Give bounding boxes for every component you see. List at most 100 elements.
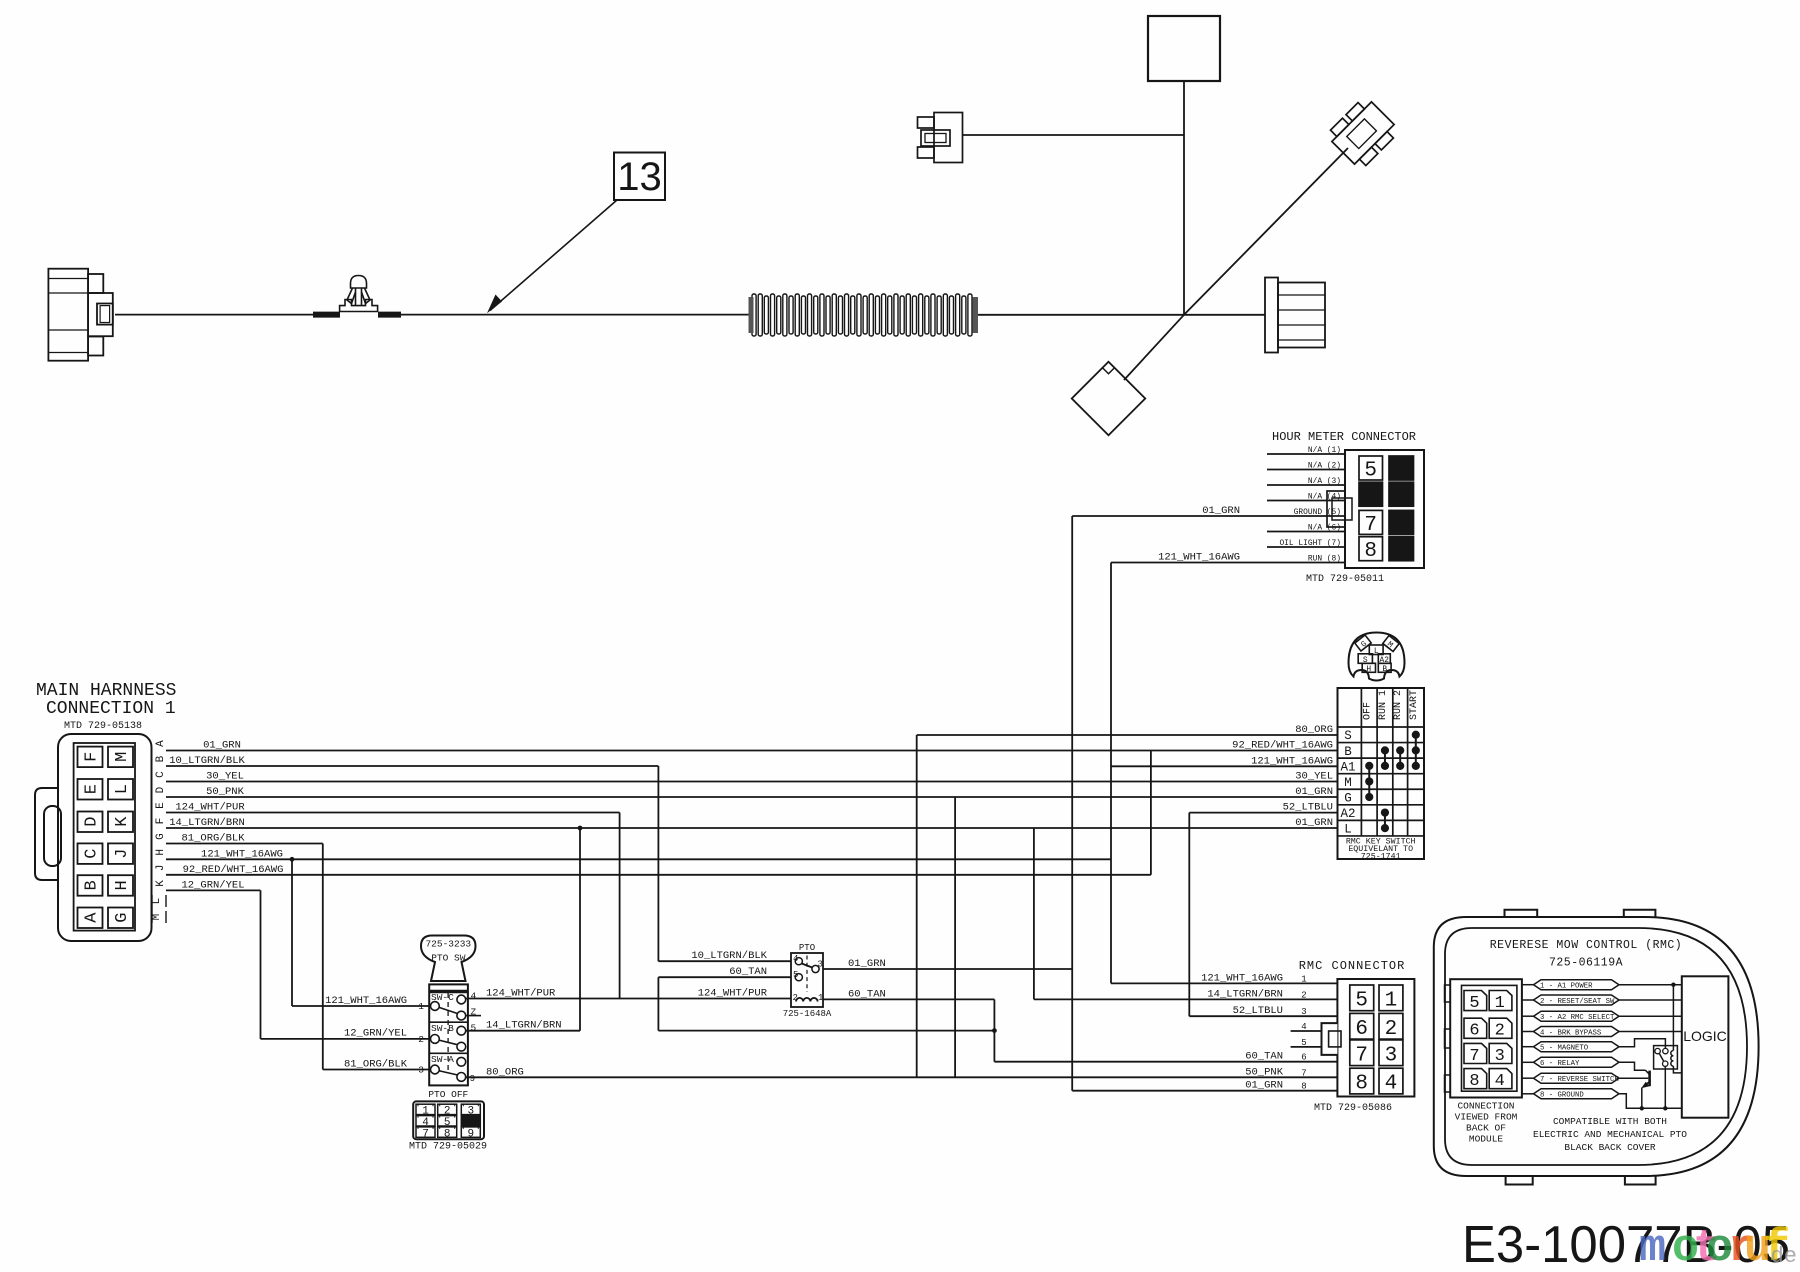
svg-text:J: J — [113, 848, 132, 858]
svg-text:6: 6 — [1301, 1053, 1306, 1063]
svg-text:RMC CONNECTOR: RMC CONNECTOR — [1299, 959, 1406, 973]
svg-text:N/A (6): N/A (6) — [1308, 524, 1341, 533]
svg-text:3 - A2 RMC SELECT: 3 - A2 RMC SELECT — [1540, 1014, 1615, 1022]
svg-text:2: 2 — [1495, 1022, 1505, 1041]
svg-text:D: D — [83, 817, 102, 827]
svg-text:r: r — [1728, 1223, 1755, 1272]
svg-text:B: B — [1382, 665, 1387, 674]
svg-text:A2: A2 — [1380, 656, 1390, 665]
svg-text:H: H — [113, 880, 132, 890]
svg-text:81_ORG/BLK: 81_ORG/BLK — [181, 833, 245, 845]
svg-text:60_TAN: 60_TAN — [1245, 1051, 1283, 1063]
svg-text:01_GRN: 01_GRN — [1245, 1080, 1283, 1092]
svg-text:PTO SW: PTO SW — [431, 953, 466, 964]
svg-text:14_LTGRN/BRN: 14_LTGRN/BRN — [486, 1020, 562, 1032]
svg-text:A: A — [83, 912, 102, 923]
svg-text:725-1741: 725-1741 — [1361, 853, 1401, 862]
svg-text:B: B — [1344, 745, 1352, 759]
svg-text:7 - REVERSE SWITCH: 7 - REVERSE SWITCH — [1540, 1076, 1619, 1084]
svg-text:121_WHT_16AWG: 121_WHT_16AWG — [1201, 972, 1283, 984]
svg-text:E: E — [83, 784, 102, 794]
svg-text:C: C — [83, 848, 102, 858]
svg-text:4: 4 — [793, 954, 798, 964]
svg-text:725-3233: 725-3233 — [425, 939, 471, 950]
svg-text:12_GRN/YEL: 12_GRN/YEL — [344, 1028, 407, 1040]
svg-text:14_LTGRN/BRN: 14_LTGRN/BRN — [169, 817, 245, 829]
svg-text:EQUIVELANT TO: EQUIVELANT TO — [1348, 845, 1413, 854]
svg-text:o: o — [1672, 1223, 1699, 1272]
svg-text:L: L — [151, 898, 163, 905]
svg-text:S: S — [1344, 729, 1352, 743]
svg-text:01_GRN: 01_GRN — [203, 740, 241, 752]
svg-text:30_YEL: 30_YEL — [206, 771, 244, 783]
svg-text:BLACK BACK COVER: BLACK BACK COVER — [1564, 1142, 1656, 1153]
svg-text:S: S — [1363, 656, 1368, 665]
svg-text:RUN (8): RUN (8) — [1308, 555, 1341, 564]
svg-text:PTO OFF: PTO OFF — [428, 1089, 468, 1100]
svg-text:G: G — [155, 833, 167, 840]
svg-text:ELECTRIC AND MECHANICAL PTO: ELECTRIC AND MECHANICAL PTO — [1533, 1129, 1687, 1140]
svg-text:7: 7 — [1364, 514, 1377, 537]
svg-text:8: 8 — [1469, 1072, 1479, 1091]
svg-text:COMPATIBLE WITH BOTH: COMPATIBLE WITH BOTH — [1553, 1116, 1667, 1127]
svg-text:50_PNK: 50_PNK — [206, 786, 245, 798]
svg-text:VIEWED FROM: VIEWED FROM — [1455, 1112, 1518, 1123]
svg-text:2: 2 — [418, 1034, 424, 1045]
svg-text:3: 3 — [1385, 1044, 1398, 1067]
svg-text:A1: A1 — [1340, 760, 1355, 774]
svg-text:4: 4 — [422, 1117, 429, 1129]
svg-text:124_WHT/PUR: 124_WHT/PUR — [486, 988, 556, 1000]
svg-text:121_WHT_16AWG: 121_WHT_16AWG — [1158, 552, 1240, 564]
svg-text:5: 5 — [444, 1117, 451, 1129]
svg-text:725-1648A: 725-1648A — [783, 1009, 832, 1019]
svg-text:5: 5 — [1355, 990, 1368, 1013]
svg-text:5: 5 — [793, 970, 798, 980]
svg-text:7: 7 — [1355, 1044, 1368, 1067]
svg-text:u: u — [1744, 1223, 1771, 1272]
svg-text:1: 1 — [1385, 990, 1398, 1013]
svg-text:13: 13 — [617, 155, 662, 199]
svg-text:SW-A: SW-A — [431, 1054, 454, 1065]
svg-text:1: 1 — [818, 993, 823, 1003]
svg-text:de: de — [1771, 1244, 1797, 1269]
svg-text:OIL LIGHT (7): OIL LIGHT (7) — [1279, 539, 1341, 548]
svg-text:10_LTGRN/BLK: 10_LTGRN/BLK — [169, 755, 245, 767]
svg-text:5: 5 — [1301, 1038, 1306, 1048]
svg-text:1: 1 — [422, 1106, 429, 1118]
svg-text:BACK OF: BACK OF — [1466, 1123, 1506, 1134]
svg-text:L: L — [1374, 647, 1379, 656]
svg-text:D: D — [155, 786, 167, 793]
svg-text:HOUR METER CONNECTOR: HOUR METER CONNECTOR — [1272, 430, 1416, 444]
svg-text:7: 7 — [1469, 1047, 1479, 1066]
svg-text:MAIN HARNNESS: MAIN HARNNESS — [36, 681, 176, 701]
svg-text:1: 1 — [418, 1001, 424, 1012]
svg-text:8: 8 — [444, 1128, 451, 1140]
svg-text:N/A (3): N/A (3) — [1308, 477, 1341, 486]
svg-text:6 - RELAY: 6 - RELAY — [1540, 1060, 1580, 1068]
svg-text:RUN 2: RUN 2 — [1393, 690, 1404, 720]
svg-text:C: C — [155, 771, 167, 778]
svg-text:4: 4 — [1301, 1022, 1306, 1032]
svg-text:H: H — [155, 849, 167, 856]
svg-text:N/A (4): N/A (4) — [1308, 493, 1341, 502]
svg-text:2: 2 — [1385, 1018, 1398, 1041]
svg-text:CONNECTION: CONNECTION — [1457, 1101, 1514, 1112]
svg-text:F: F — [155, 818, 167, 825]
svg-text:52_LTBLU: 52_LTBLU — [1233, 1005, 1283, 1017]
svg-text:3: 3 — [418, 1065, 424, 1076]
svg-text:OFF: OFF — [1362, 702, 1373, 720]
svg-text:2: 2 — [1301, 990, 1306, 1000]
svg-text:121_WHT_16AWG: 121_WHT_16AWG — [201, 848, 283, 860]
svg-text:START: START — [1409, 690, 1420, 720]
svg-text:3: 3 — [467, 1106, 474, 1118]
svg-text:A2: A2 — [1340, 807, 1355, 821]
svg-text:01_GRN: 01_GRN — [1295, 817, 1333, 829]
svg-text:725-06119A: 725-06119A — [1549, 957, 1623, 970]
svg-text:10_LTGRN/BLK: 10_LTGRN/BLK — [691, 950, 767, 962]
svg-text:J: J — [155, 864, 167, 871]
svg-text:14_LTGRN/BRN: 14_LTGRN/BRN — [1207, 988, 1283, 1000]
svg-text:92_RED/WHT_16AWG: 92_RED/WHT_16AWG — [183, 864, 284, 876]
svg-text:K: K — [113, 816, 132, 827]
svg-text:121_WHT_16AWG: 121_WHT_16AWG — [1251, 755, 1333, 767]
svg-text:CONNECTION 1: CONNECTION 1 — [46, 699, 176, 719]
